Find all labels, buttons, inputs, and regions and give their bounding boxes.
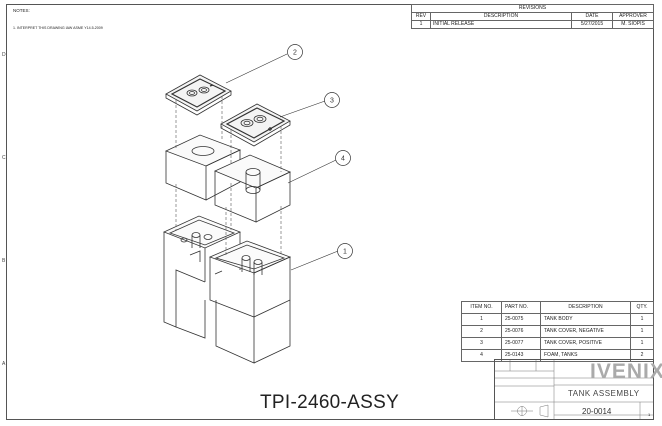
bom-cell: 2 [630,349,654,362]
zone-label-c: C [2,155,6,161]
bom-header-item-no: ITEM NO. [461,301,502,314]
notes-item: 1. INTERPRET THIS DRAWING IAW ASME Y14.5… [13,26,103,30]
bom-cell: 25-0077 [501,337,541,350]
sheet-border [6,4,654,420]
tank-cover-positive-part [220,103,291,147]
company-logo: IVENIX [590,360,662,383]
foam-block-right-part [213,154,291,223]
bom-header-description: DESCRIPTION [540,301,631,314]
bom-cell: 1 [461,313,502,326]
bom-cell: TANK COVER, NEGATIVE [540,325,631,338]
zone-label-a: A [2,361,6,367]
revision-row: 1 INITIAL RELEASE 5/27/2015 M. SIOPIS [411,20,654,29]
zone-label-b: B [2,258,6,264]
bom-cell: 25-0076 [501,325,541,338]
tank-body-part [162,215,292,364]
rev-cell: M. SIOPIS [612,20,654,29]
drawing-number: 20-0014 [582,407,612,416]
bom-cell: 2 [461,325,502,338]
balloon-1 [337,243,353,259]
bom-row: 2 25-0076 TANK COVER, NEGATIVE 1 [461,325,654,338]
title-block [494,359,654,420]
tank-cover-negative-part [165,74,232,116]
bom-cell: 1 [630,337,654,350]
bom-header-qty: QTY. [630,301,654,314]
balloon-label-1: 1 [343,249,347,256]
title-block-title: TANK ASSEMBLY [568,389,640,398]
bom-cell: 1 [630,325,654,338]
zone-label-d: D [2,52,6,58]
balloon-label-2: 2 [293,50,297,57]
balloon-3 [324,92,340,108]
bom-header-part-no: PART NO. [501,301,541,314]
bom-cell: 25-0075 [501,313,541,326]
balloon-2 [287,44,303,60]
bom-cell: 3 [461,337,502,350]
notes-title: NOTES: [13,8,30,13]
bill-of-materials-table: ITEM NO. PART NO. DESCRIPTION QTY. 1 25-… [461,301,654,362]
revisions-table: REVISIONS REV DESCRIPTION DATE APPROVER … [411,4,654,29]
bom-cell: TANK COVER, POSITIVE [540,337,631,350]
leader-lines [225,53,339,271]
bom-cell: 1 [630,313,654,326]
balloon-4 [335,150,351,166]
bom-row: 4 25-0143 FOAM, TANKS 2 [461,349,654,362]
balloon-label-3: 3 [330,98,334,105]
balloon-label-4: 4 [341,156,345,163]
explode-lines [175,96,282,256]
bom-cell: TANK BODY [540,313,631,326]
drawing-title: TPI-2460-ASSY [260,392,400,413]
bom-row: 1 25-0075 TANK BODY 1 [461,313,654,326]
bom-row: 3 25-0077 TANK COVER, POSITIVE 1 [461,337,654,350]
revision-number: 1 [648,412,651,417]
bom-cell: FOAM, TANKS [540,349,631,362]
